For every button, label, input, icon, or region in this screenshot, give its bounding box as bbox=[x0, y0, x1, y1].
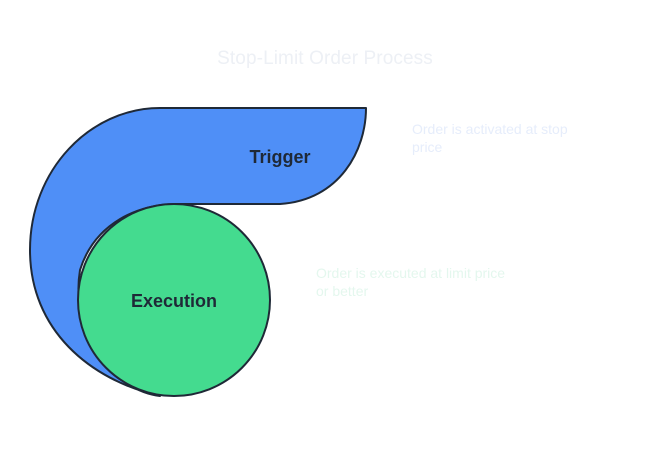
trigger-label: Trigger bbox=[249, 147, 310, 167]
execution-description: Order is executed at limit price or bett… bbox=[316, 265, 506, 299]
execution-label: Execution bbox=[131, 291, 217, 311]
trigger-description: Order is activated at stop price bbox=[412, 121, 568, 155]
execution-circle bbox=[77, 203, 271, 397]
diagram-title: Stop-Limit Order Process bbox=[217, 48, 433, 69]
